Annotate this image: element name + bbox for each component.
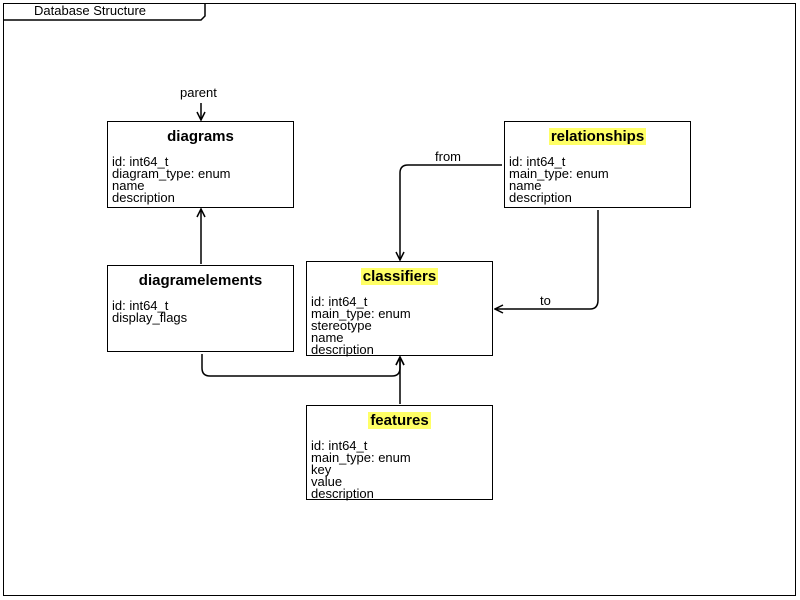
entity-classifiers-title: classifiers	[360, 268, 439, 285]
entity-relationships-title: relationships	[548, 128, 647, 145]
frame-title-tab	[3, 3, 206, 21]
entity-attribute: name	[112, 178, 145, 193]
entity-attribute: description	[311, 342, 374, 357]
entity-attribute: main_type: enum	[311, 306, 411, 321]
entity-attribute: id: int64_t	[311, 294, 368, 309]
entity-attribute: id: int64_t	[311, 438, 368, 453]
edge-relationships-from-classifiers	[400, 164, 502, 260]
diagram-frame	[3, 3, 796, 596]
entity-attribute: main_type: enum	[509, 166, 609, 181]
entity-attribute: description	[112, 190, 175, 205]
edge-label-to: to	[540, 293, 551, 308]
entity-features-title: features	[368, 412, 431, 429]
entity-attribute: main_type: enum	[311, 450, 411, 465]
entity-attribute: key	[311, 462, 332, 477]
edge-label-parent: parent	[180, 85, 217, 100]
entity-diagramelements-title: diagramelements	[138, 272, 263, 289]
entity-attribute: diagram_type: enum	[112, 166, 231, 181]
entity-attribute: name	[311, 330, 344, 345]
entity-attribute: id: int64_t	[112, 298, 169, 313]
edge-relationships-to-classifiers	[495, 210, 599, 309]
entity-attribute: name	[509, 178, 542, 193]
edge-diagramelements-classifiers	[201, 354, 400, 377]
edge-label-from: from	[435, 149, 461, 164]
entity-attribute: stereotype	[311, 318, 372, 333]
entity-attribute: display_flags	[112, 310, 188, 325]
entity-attribute: description	[311, 486, 374, 501]
frame-title: Database Structure	[34, 3, 147, 18]
entity-attribute: value	[311, 474, 343, 489]
entity-attribute: id: int64_t	[509, 154, 566, 169]
entity-attribute: description	[509, 190, 572, 205]
entity-attribute: id: int64_t	[112, 154, 169, 169]
entity-diagrams-title: diagrams	[167, 128, 234, 145]
